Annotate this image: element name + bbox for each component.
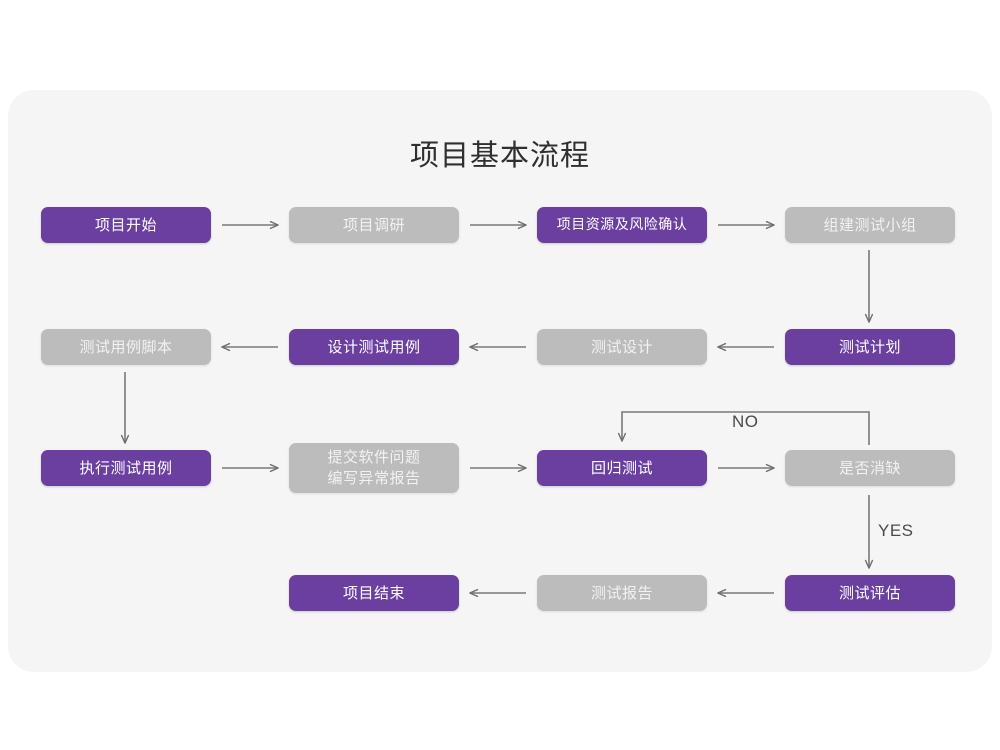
node-test-evaluation[interactable]: 测试评估 — [785, 575, 955, 611]
node-submit-defect-report[interactable]: 提交软件问题 编写异常报告 — [289, 443, 459, 493]
node-test-report[interactable]: 测试报告 — [537, 575, 707, 611]
node-test-design[interactable]: 测试设计 — [537, 329, 707, 365]
node-design-test-case[interactable]: 设计测试用例 — [289, 329, 459, 365]
node-test-plan[interactable]: 测试计划 — [785, 329, 955, 365]
node-resource-risk-confirm[interactable]: 项目资源及风险确认 — [537, 207, 707, 243]
node-project-research[interactable]: 项目调研 — [289, 207, 459, 243]
edge-label-yes: YES — [878, 521, 914, 540]
edge-label-no: NO — [732, 412, 759, 431]
node-defect-resolved-decision[interactable]: 是否消缺 — [785, 450, 955, 486]
node-project-end[interactable]: 项目结束 — [289, 575, 459, 611]
node-build-test-team[interactable]: 组建测试小组 — [785, 207, 955, 243]
node-project-start[interactable]: 项目开始 — [41, 207, 211, 243]
node-test-case-script[interactable]: 测试用例脚本 — [41, 329, 211, 365]
page-title: 项目基本流程 — [409, 138, 590, 172]
node-regression-test[interactable]: 回归测试 — [537, 450, 707, 486]
node-execute-test-case[interactable]: 执行测试用例 — [41, 450, 211, 486]
